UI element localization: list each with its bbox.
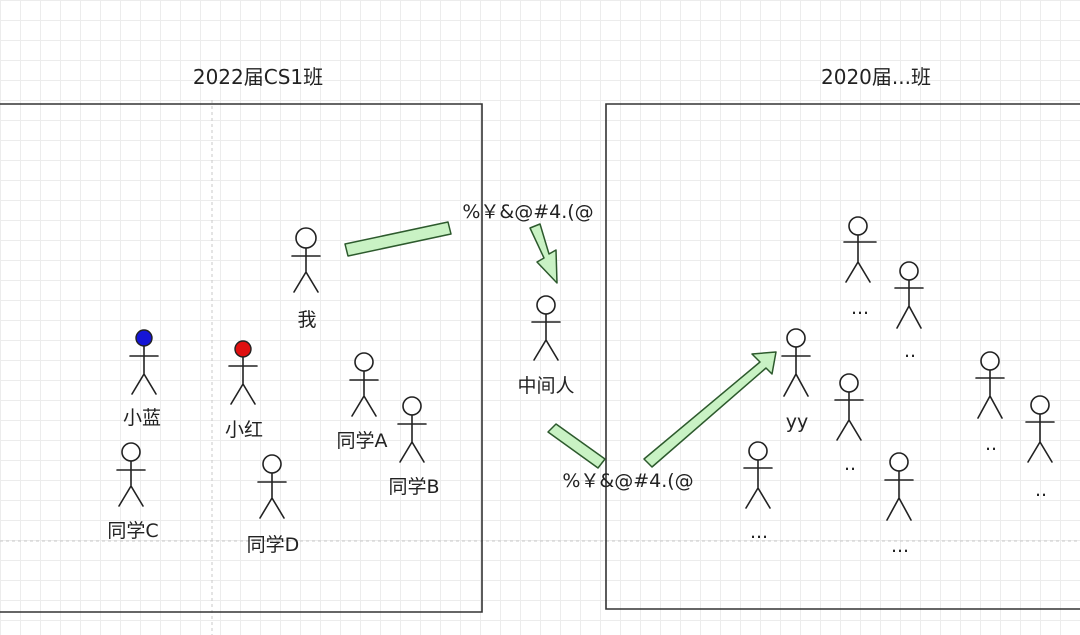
label-yy: yy <box>786 411 809 433</box>
message-bottom: %￥&@#4.(@ <box>562 470 693 492</box>
person-middleman <box>531 295 561 361</box>
person-classmate-b <box>397 396 427 463</box>
right-group-title: 2020届...班 <box>821 65 931 89</box>
label-middleman: 中间人 <box>517 375 574 397</box>
person-r4 <box>975 351 1005 419</box>
label-r4: .. <box>985 433 997 455</box>
label-classmate-c: 同学C <box>107 520 158 542</box>
right-group-box <box>605 103 1080 610</box>
message-bar-from-me <box>344 221 452 257</box>
label-classmate-b: 同学B <box>388 476 439 498</box>
label-r2: .. <box>904 340 916 362</box>
label-classmate-a: 同学A <box>337 430 388 452</box>
label-xiaohong: 小红 <box>225 419 263 441</box>
message-top: %￥&@#4.(@ <box>462 201 593 223</box>
person-classmate-a <box>349 352 379 417</box>
left-group-box <box>0 103 483 613</box>
arrow-to-middleman <box>529 223 558 284</box>
xiaohong-head <box>234 340 252 358</box>
person-r3 <box>834 373 864 441</box>
person-r2 <box>894 261 924 329</box>
label-r6: ... <box>891 535 909 557</box>
label-classmate-d: 同学D <box>247 534 300 556</box>
person-xiaohong <box>228 340 258 405</box>
message-bar-from-middleman <box>547 423 606 469</box>
label-me: 我 <box>297 309 316 331</box>
person-xiaolan <box>129 329 159 395</box>
person-r5 <box>743 441 773 509</box>
person-r6 <box>884 452 914 521</box>
label-r1: ... <box>851 297 869 319</box>
label-r5: ... <box>750 521 768 543</box>
arrow-to-yy <box>643 351 777 468</box>
label-r3: .. <box>844 453 856 475</box>
xiaolan-head <box>135 329 153 347</box>
left-group-title: 2022届CS1班 <box>193 65 323 89</box>
person-classmate-c <box>116 442 146 507</box>
person-yy <box>781 328 811 397</box>
person-me <box>291 227 321 293</box>
person-r7 <box>1025 395 1055 463</box>
person-r1 <box>843 216 877 283</box>
label-r7: .. <box>1035 479 1047 501</box>
person-classmate-d <box>257 454 287 519</box>
label-xiaolan: 小蓝 <box>123 407 161 429</box>
